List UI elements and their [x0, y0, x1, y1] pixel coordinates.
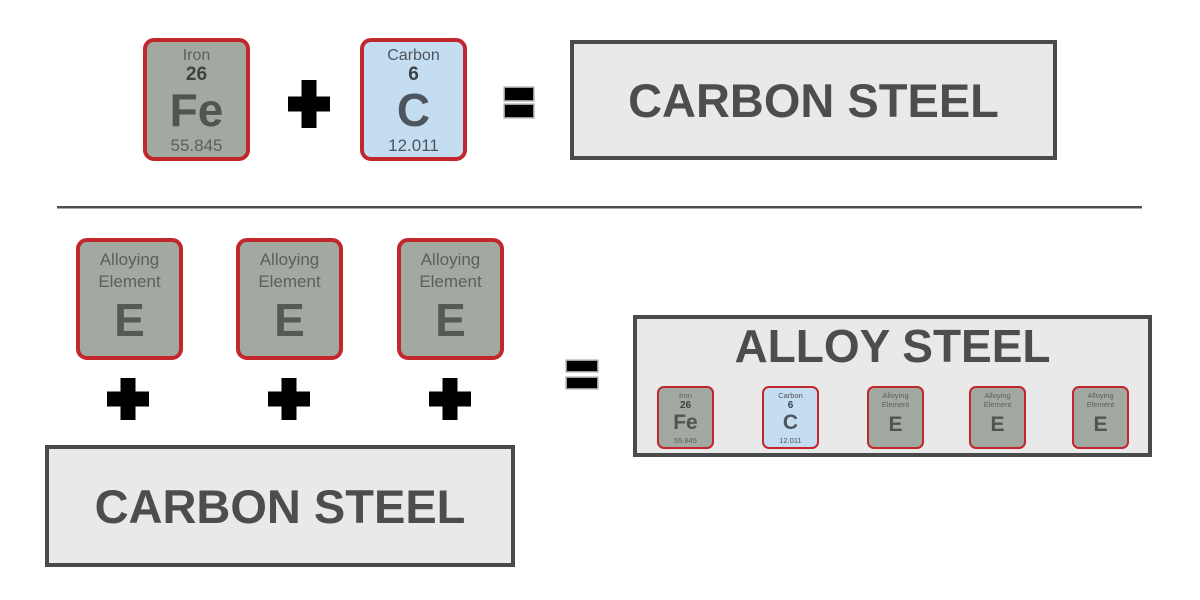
plus-bar-vertical: [301, 80, 317, 128]
iron-element-tile: Iron 26 Fe 55.845: [143, 38, 250, 161]
alloying-name-line2: Element: [881, 400, 910, 410]
iron-name: Iron: [182, 47, 211, 64]
carbon-element-tile-small: Carbon 6 C 12.011: [762, 386, 819, 449]
plus-icon: [429, 378, 471, 420]
plus-icon: [268, 378, 310, 420]
alloying-symbol: E: [1093, 412, 1108, 436]
carbon-name: Carbon: [778, 391, 803, 400]
carbon-steel-input-box: CARBON STEEL: [45, 445, 515, 567]
iron-element-tile-small: Iron 26 Fe 55.845: [657, 386, 714, 449]
carbon-atomic-number: 6: [787, 400, 794, 412]
carbon-atomic-number: 6: [408, 64, 419, 86]
alloying-element-tile-small: Alloying Element E: [969, 386, 1026, 449]
alloying-name-line2: Element: [258, 272, 321, 292]
alloy-steel-label: ALLOY STEEL: [734, 320, 1051, 372]
carbon-steel-label: CARBON STEEL: [628, 73, 999, 127]
alloy-steel-result-box: ALLOY STEEL Iron 26 Fe 55.845 Carbon 6 C…: [633, 315, 1152, 457]
carbon-steel-result-box: CARBON STEEL: [570, 40, 1057, 160]
alloying-element-tile-small: Alloying Element E: [1072, 386, 1129, 449]
divider-line: [57, 206, 1142, 209]
iron-atomic-number: 26: [185, 64, 208, 86]
iron-symbol: Fe: [169, 84, 224, 137]
alloying-element-tile: Alloying Element E: [76, 238, 183, 360]
alloying-element-tile-small: Alloying Element E: [867, 386, 924, 449]
alloying-symbol: E: [435, 294, 466, 347]
alloying-symbol: E: [274, 294, 305, 347]
equals-icon: [567, 361, 597, 388]
equals-bar: [567, 378, 597, 388]
alloying-symbol: E: [990, 412, 1005, 436]
alloying-name-line1: Alloying: [1087, 391, 1114, 400]
plus-bar-vertical: [442, 378, 458, 420]
carbon-name: Carbon: [387, 47, 440, 64]
carbon-atomic-mass: 12.011: [388, 136, 439, 156]
plus-bar-vertical: [120, 378, 136, 420]
alloying-name-line1: Alloying: [984, 391, 1011, 400]
plus-icon: [107, 378, 149, 420]
alloying-name-line2: Element: [419, 272, 482, 292]
alloying-name-line1: Alloying: [882, 391, 909, 400]
alloying-name-line2: Element: [98, 272, 161, 292]
alloying-name-line1: Alloying: [99, 250, 160, 269]
carbon-symbol: C: [782, 411, 799, 435]
plus-bar-vertical: [281, 378, 297, 420]
carbon-element-tile: Carbon 6 C 12.011: [360, 38, 467, 161]
carbon-atomic-mass: 12.011: [779, 436, 802, 446]
equals-bar: [505, 105, 533, 117]
alloying-symbol: E: [888, 412, 903, 436]
alloying-name-line2: Element: [1086, 400, 1115, 410]
iron-atomic-mass: 55.845: [170, 136, 223, 156]
iron-atomic-number: 26: [679, 400, 692, 412]
equals-icon: [505, 88, 533, 117]
equals-bar: [567, 361, 597, 371]
iron-atomic-mass: 55.845: [674, 436, 697, 446]
carbon-symbol: C: [396, 84, 431, 137]
alloying-symbol: E: [114, 294, 145, 347]
carbon-steel-label: CARBON STEEL: [94, 479, 466, 533]
alloying-name-line1: Alloying: [420, 250, 481, 269]
alloying-name-line1: Alloying: [259, 250, 320, 269]
plus-icon: [288, 80, 330, 128]
iron-name: Iron: [679, 391, 692, 400]
equals-bar: [505, 88, 533, 100]
alloying-name-line2: Element: [983, 400, 1012, 410]
alloying-element-tile: Alloying Element E: [397, 238, 504, 360]
iron-symbol: Fe: [673, 411, 698, 435]
alloying-element-tile: Alloying Element E: [236, 238, 343, 360]
